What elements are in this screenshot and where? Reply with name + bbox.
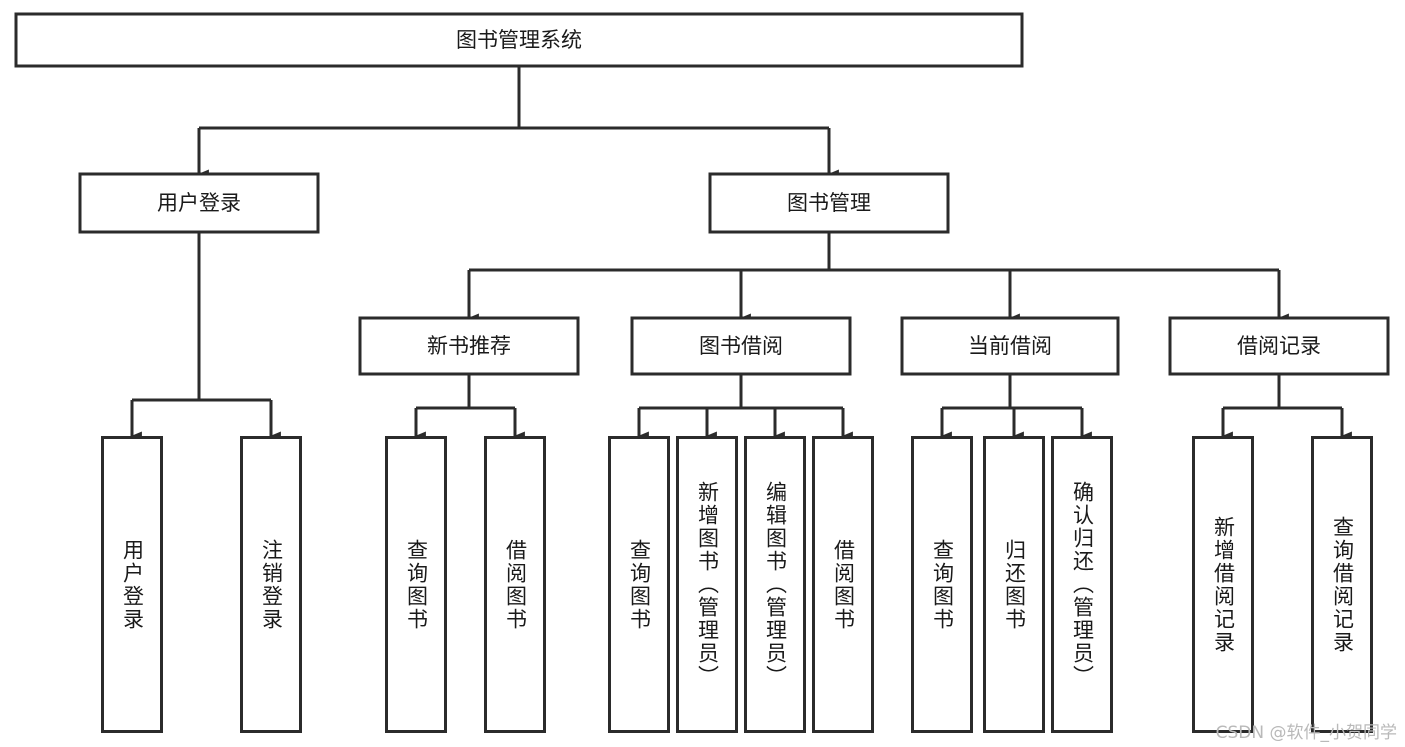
node-leaf-confirm-return-label: 确认归还（管理员） bbox=[1070, 481, 1095, 688]
node-user-login[interactable] bbox=[78, 172, 320, 234]
node-leaf-query-record[interactable]: 查询借阅记录 bbox=[1311, 436, 1373, 733]
node-book-management[interactable] bbox=[708, 172, 950, 234]
node-book-borrow-label: 图书借阅 bbox=[699, 334, 783, 358]
node-leaf-query-book-rec-label: 查询图书 bbox=[404, 538, 429, 631]
node-leaf-return-book-label: 归还图书 bbox=[1002, 538, 1027, 631]
node-leaf-query-record-label: 查询借阅记录 bbox=[1330, 515, 1355, 654]
connector-group bbox=[130, 66, 1352, 441]
node-leaf-add-book-label: 新增图书（管理员） bbox=[695, 481, 720, 688]
node-leaf-borrow-book-rec-label: 借阅图书 bbox=[503, 538, 528, 631]
node-leaf-query-book-current-label: 查询图书 bbox=[930, 538, 955, 631]
node-leaf-user-login[interactable]: 用户登录 bbox=[101, 436, 163, 733]
node-borrow-record-label: 借阅记录 bbox=[1237, 334, 1321, 358]
node-current-borrow[interactable] bbox=[900, 316, 1120, 376]
node-root-label: 图书管理系统 bbox=[456, 28, 582, 52]
node-leaf-return-book[interactable]: 归还图书 bbox=[983, 436, 1045, 733]
node-leaf-query-book-rec[interactable]: 查询图书 bbox=[385, 436, 447, 733]
node-new-book-recommend[interactable] bbox=[358, 316, 580, 376]
node-leaf-query-book-borrow[interactable]: 查询图书 bbox=[608, 436, 670, 733]
node-user-login-label: 用户登录 bbox=[157, 191, 241, 215]
node-leaf-query-book-current[interactable]: 查询图书 bbox=[911, 436, 973, 733]
node-box-group bbox=[14, 12, 1390, 376]
node-leaf-logout-login[interactable]: 注销登录 bbox=[240, 436, 302, 733]
node-new-book-recommend-label: 新书推荐 bbox=[427, 334, 511, 358]
node-leaf-query-book-borrow-label: 查询图书 bbox=[627, 538, 652, 631]
node-book-management-label: 图书管理 bbox=[787, 191, 871, 215]
node-leaf-edit-book[interactable]: 编辑图书（管理员） bbox=[744, 436, 806, 733]
node-leaf-borrow-book-rec[interactable]: 借阅图书 bbox=[484, 436, 546, 733]
node-leaf-edit-book-label: 编辑图书（管理员） bbox=[763, 481, 788, 688]
node-leaf-borrow-book[interactable]: 借阅图书 bbox=[812, 436, 874, 733]
node-leaf-confirm-return[interactable]: 确认归还（管理员） bbox=[1051, 436, 1113, 733]
node-borrow-record[interactable] bbox=[1168, 316, 1390, 376]
node-book-borrow[interactable] bbox=[630, 316, 852, 376]
node-leaf-borrow-book-label: 借阅图书 bbox=[831, 538, 856, 631]
node-leaf-add-record-label: 新增借阅记录 bbox=[1211, 515, 1236, 654]
node-leaf-add-book[interactable]: 新增图书（管理员） bbox=[676, 436, 738, 733]
node-current-borrow-label: 当前借阅 bbox=[968, 334, 1052, 358]
node-leaf-logout-login-label: 注销登录 bbox=[259, 538, 284, 631]
node-leaf-user-login-label: 用户登录 bbox=[120, 538, 145, 631]
node-leaf-add-record[interactable]: 新增借阅记录 bbox=[1192, 436, 1254, 733]
node-root[interactable] bbox=[14, 12, 1024, 68]
